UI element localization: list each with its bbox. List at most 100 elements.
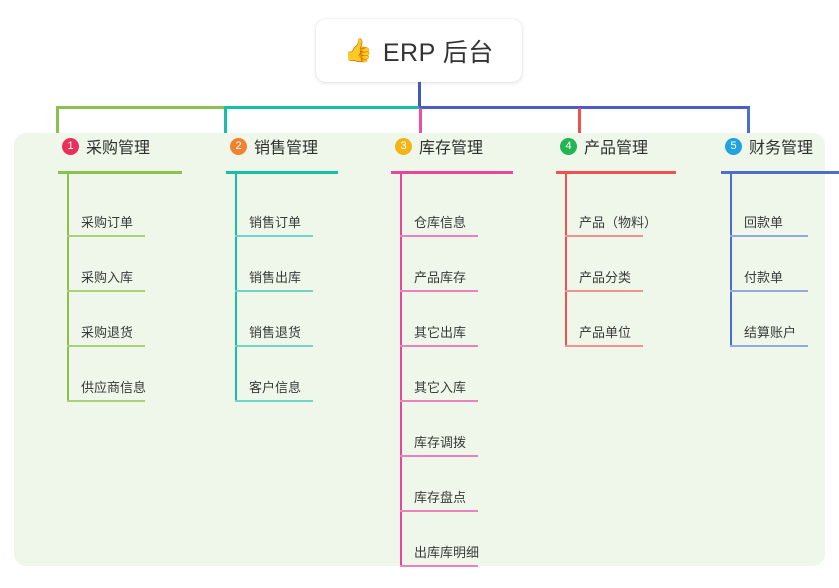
module-header-finance[interactable]: 5 财务管理 [699, 133, 813, 159]
module-item[interactable]: 库存盘点 [400, 470, 486, 512]
module-item-label: 客户信息 [249, 380, 302, 395]
module-item-label: 产品分类 [579, 270, 632, 285]
module-item-underline [67, 235, 145, 237]
drop-line-product [578, 108, 581, 138]
module-title-inventory: 库存管理 [419, 140, 484, 157]
module-item-underline [730, 290, 808, 292]
module-column-purchase: 1 采购管理采购订单采购入库采购退货供应商信息 [36, 133, 182, 402]
module-title-finance: 财务管理 [749, 140, 814, 157]
module-header-sales[interactable]: 2 销售管理 [204, 133, 318, 159]
module-item-underline [235, 290, 313, 292]
bus-line-mid [224, 106, 419, 109]
module-item-underline [400, 455, 478, 457]
module-item[interactable]: 销售退货 [235, 305, 321, 347]
module-title-purchase: 采购管理 [86, 140, 151, 157]
module-item[interactable]: 采购入库 [67, 250, 153, 292]
module-item-underline [67, 290, 145, 292]
module-column-finance: 5 财务管理回款单付款单结算账户 [699, 133, 839, 347]
module-item[interactable]: 供应商信息 [67, 360, 153, 402]
module-item[interactable]: 回款单 [730, 195, 816, 237]
root-node[interactable]: 👍 ERP 后台 [316, 19, 522, 82]
module-item[interactable]: 出库库明细 [400, 525, 486, 567]
module-item-label: 其它出库 [414, 325, 467, 340]
module-badge-product: 4 [560, 137, 577, 155]
module-item[interactable]: 库存调拨 [400, 415, 486, 457]
module-item[interactable]: 采购退货 [67, 305, 153, 347]
module-item-underline [730, 235, 808, 237]
module-spine-sales [235, 174, 237, 402]
module-item-label: 产品（物料） [579, 215, 658, 230]
module-item-label: 销售订单 [249, 215, 302, 230]
module-item[interactable]: 结算账户 [730, 305, 816, 347]
module-spine-finance [730, 174, 732, 347]
module-item-underline [67, 345, 145, 347]
bus-line-right [419, 106, 750, 109]
module-item-label: 结算账户 [744, 325, 797, 340]
module-item-label: 销售出库 [249, 270, 302, 285]
module-item-label: 仓库信息 [414, 215, 467, 230]
module-item-underline [400, 400, 478, 402]
module-item-label: 出库库明细 [414, 545, 480, 560]
module-spine-inventory [400, 174, 402, 567]
module-header-inventory[interactable]: 3 库存管理 [369, 133, 483, 159]
module-item-underline [730, 345, 808, 347]
module-title-product: 产品管理 [584, 140, 649, 157]
module-item-label: 付款单 [744, 270, 784, 285]
module-spine-purchase [67, 174, 69, 402]
module-item-underline [235, 235, 313, 237]
drop-line-purchase [56, 108, 59, 138]
module-item-label: 采购入库 [81, 270, 134, 285]
module-header-product[interactable]: 4 产品管理 [534, 133, 648, 159]
module-column-product: 4 产品管理产品（物料） 产品分类产品单位 [534, 133, 676, 347]
module-item-label: 供应商信息 [81, 380, 147, 395]
module-item[interactable]: 付款单 [730, 250, 816, 292]
module-item[interactable]: 产品单位 [565, 305, 651, 347]
module-badge-finance: 5 [725, 137, 742, 155]
module-item-label: 采购订单 [81, 215, 134, 230]
module-item[interactable]: 其它出库 [400, 305, 486, 347]
module-item[interactable]: 销售订单 [235, 195, 321, 237]
module-item[interactable]: 仓库信息 [400, 195, 486, 237]
module-item-label: 库存调拨 [414, 435, 467, 450]
modules-panel: 1 采购管理采购订单采购入库采购退货供应商信息 2 销售管理销售订单销售出库销售退货客… [14, 133, 839, 567]
module-item[interactable]: 客户信息 [235, 360, 321, 402]
thumbs-up-icon: 👍 [344, 37, 373, 63]
root-stem-connector [418, 82, 421, 108]
drop-line-finance [747, 108, 750, 138]
module-item[interactable]: 销售出库 [235, 250, 321, 292]
module-item[interactable]: 其它入库 [400, 360, 486, 402]
module-item-label: 产品库存 [414, 270, 467, 285]
module-item[interactable]: 产品分类 [565, 250, 651, 292]
module-item-label: 产品单位 [579, 325, 632, 340]
module-underline-finance [721, 171, 839, 174]
drop-line-sales [224, 108, 227, 138]
module-item[interactable]: 产品库存 [400, 250, 486, 292]
module-item-underline [565, 290, 643, 292]
module-badge-inventory: 3 [395, 137, 412, 155]
module-item-underline [235, 400, 313, 402]
module-item-underline [565, 345, 643, 347]
module-item-underline [400, 345, 478, 347]
module-badge-sales: 2 [230, 137, 247, 155]
module-item-label: 销售退货 [249, 325, 302, 340]
module-spine-product [565, 174, 567, 347]
module-column-inventory: 3 库存管理仓库信息产品库存其它出库其它入库库存调拨库存盘点出库库明细 [369, 133, 513, 567]
module-underline-sales [226, 171, 338, 174]
module-column-sales: 2 销售管理销售订单销售出库销售退货客户信息 [204, 133, 338, 402]
module-item-label: 库存盘点 [414, 490, 467, 505]
module-item[interactable]: 产品（物料） [565, 195, 657, 237]
module-badge-purchase: 1 [62, 137, 79, 155]
bus-line-left [56, 106, 224, 109]
module-underline-purchase [58, 171, 182, 174]
module-item-underline [400, 565, 478, 567]
module-item-label: 采购退货 [81, 325, 134, 340]
module-item[interactable]: 采购订单 [67, 195, 153, 237]
module-item-underline [565, 235, 643, 237]
module-item-underline [235, 345, 313, 347]
module-item-underline [400, 510, 478, 512]
module-header-purchase[interactable]: 1 采购管理 [36, 133, 150, 159]
module-item-underline [400, 235, 478, 237]
module-title-sales: 销售管理 [254, 140, 319, 157]
module-underline-inventory [391, 171, 513, 174]
module-item-underline [67, 400, 145, 402]
